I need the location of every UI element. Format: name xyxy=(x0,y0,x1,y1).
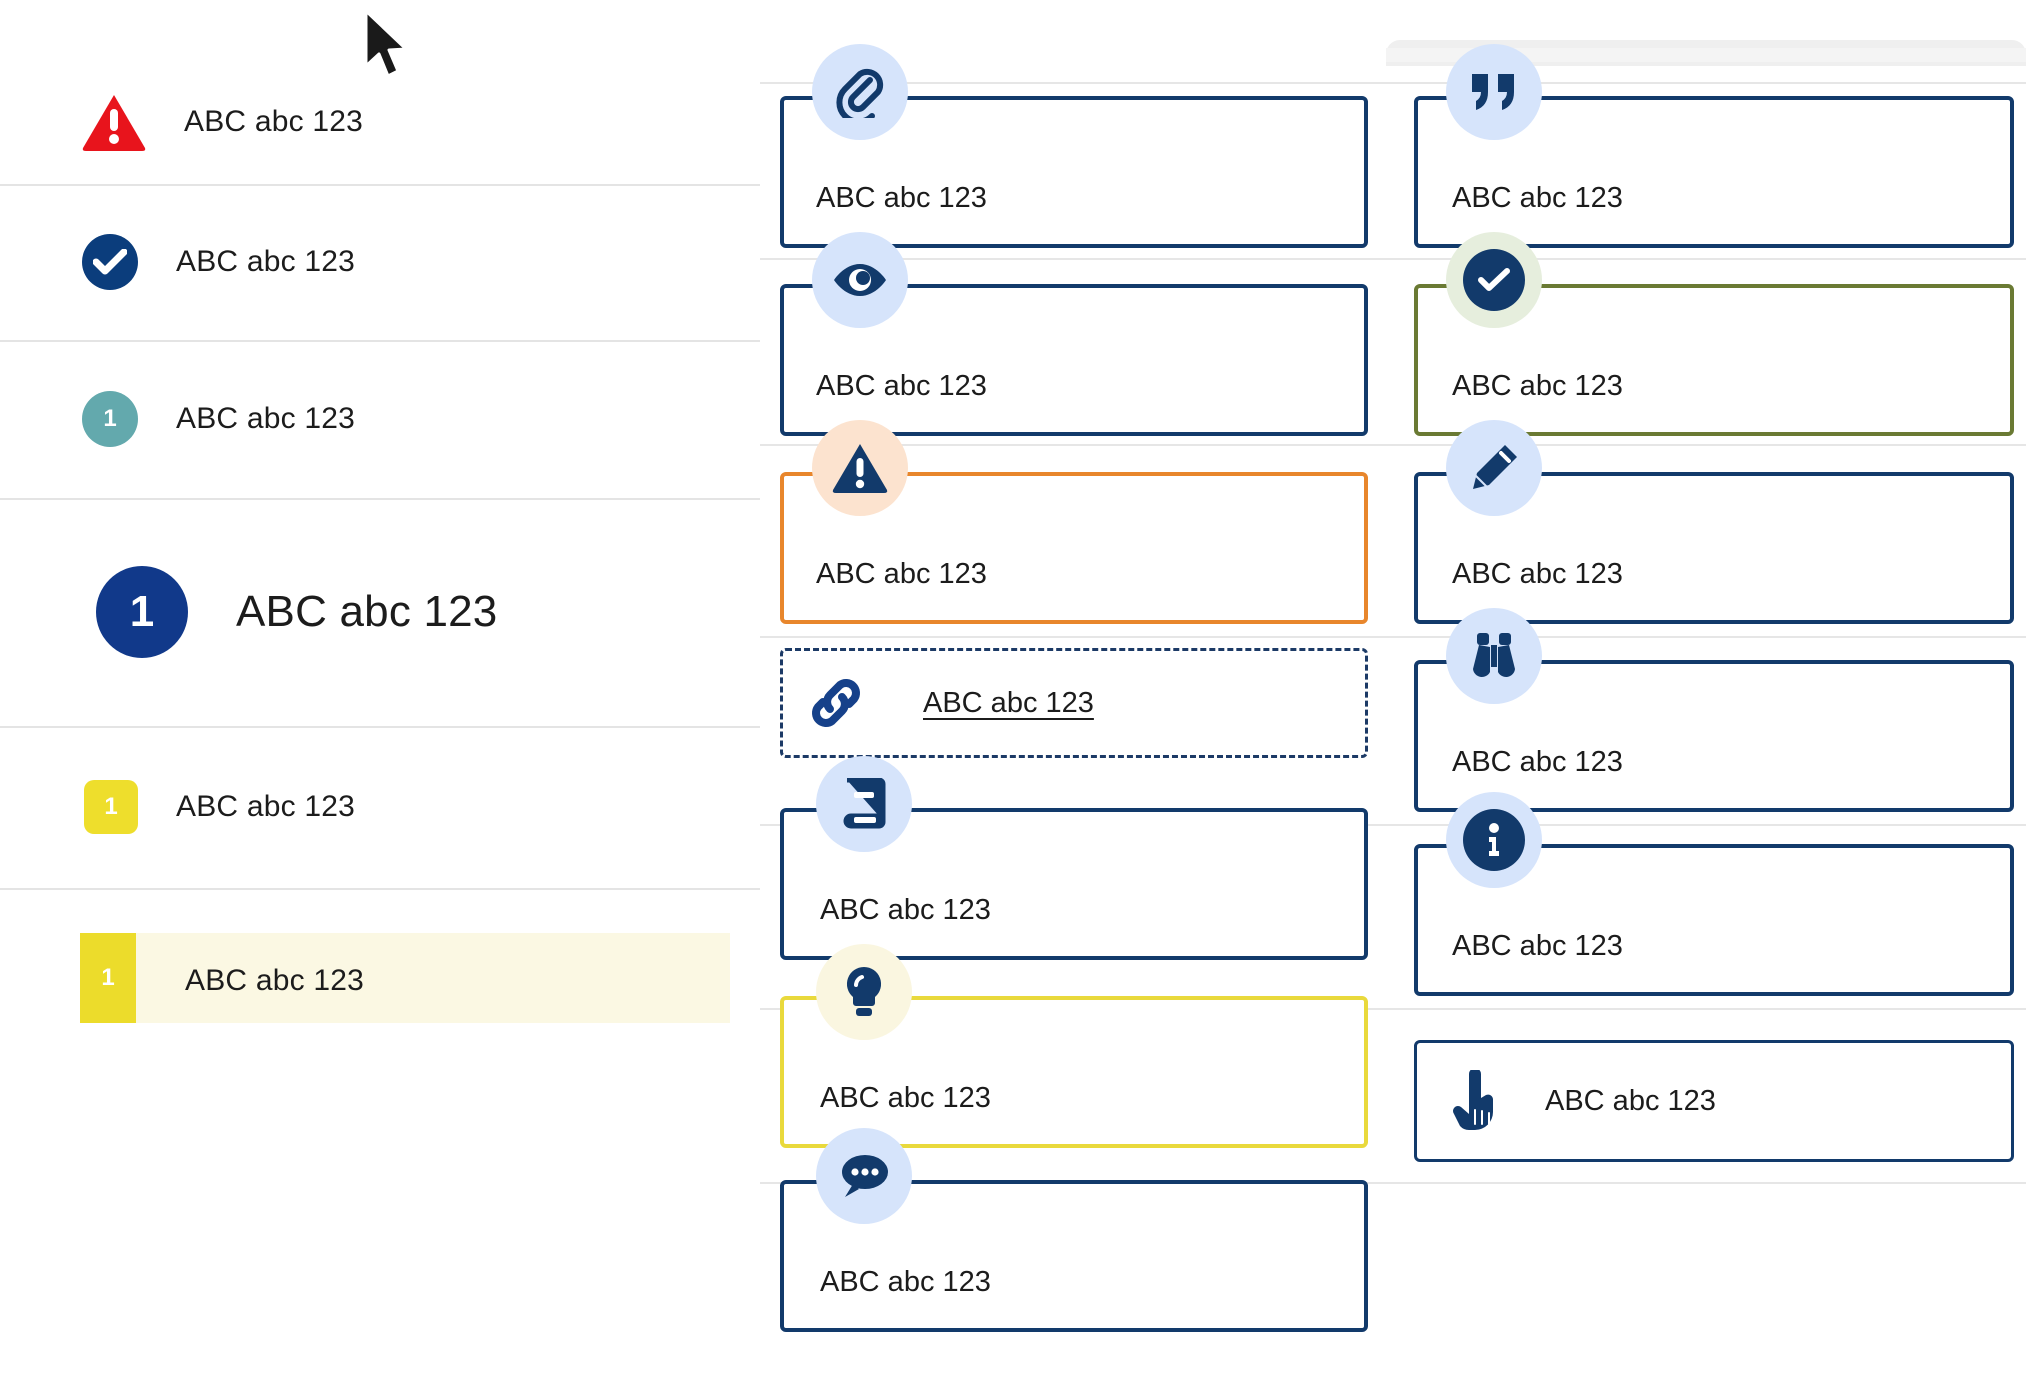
sidebar-item-navy-number-large[interactable]: 1 ABC abc 123 xyxy=(0,498,760,726)
card-label: ABC abc 123 xyxy=(1452,930,1623,962)
card-label: ABC abc 123 xyxy=(1545,1084,1716,1117)
eye-icon xyxy=(812,232,908,328)
sidebar-divider xyxy=(0,726,760,728)
selection-highlight xyxy=(80,933,730,1023)
chat-bubble-icon xyxy=(816,1128,912,1224)
sidebar-divider xyxy=(0,888,760,890)
sidebar-item-label: ABC abc 123 xyxy=(185,964,364,997)
check-circle-icon xyxy=(1446,232,1542,328)
sidebar-divider xyxy=(0,184,760,186)
card-label: ABC abc 123 xyxy=(816,182,987,214)
lightbulb-icon xyxy=(816,944,912,1040)
card-label: ABC abc 123 xyxy=(1452,558,1623,590)
info-circle-icon xyxy=(1446,792,1542,888)
card-tip[interactable]: ABC abc 123 xyxy=(780,996,1368,1148)
badge-number: 1 xyxy=(101,964,115,991)
background-rule xyxy=(760,1182,2026,1184)
number-square-icon: 1 xyxy=(84,780,138,834)
card-link[interactable]: ABC abc 123 xyxy=(780,648,1368,758)
hand-pointer-icon xyxy=(1451,1070,1503,1132)
binoculars-icon xyxy=(1446,608,1542,704)
card-info[interactable]: ABC abc 123 xyxy=(1414,844,2014,996)
card-label[interactable]: ABC abc 123 xyxy=(923,686,1094,719)
sidebar-item-label: ABC abc 123 xyxy=(176,245,355,278)
badge-number: 1 xyxy=(103,405,117,432)
number-circle-icon: 1 xyxy=(96,566,188,658)
link-icon xyxy=(807,674,865,732)
card-preview[interactable]: ABC abc 123 xyxy=(780,284,1368,436)
background-rule xyxy=(760,824,2026,826)
number-bar-icon: 1 xyxy=(80,933,136,1023)
background-rule xyxy=(760,82,2026,84)
sidebar: ABC abc 123 ABC abc 123 1 ABC abc 123 1 xyxy=(0,0,760,1392)
sidebar-item-error[interactable]: ABC abc 123 xyxy=(0,60,760,184)
card-label: ABC abc 123 xyxy=(1452,746,1623,778)
sidebar-item-label: ABC abc 123 xyxy=(184,105,363,138)
card-label: ABC abc 123 xyxy=(820,894,991,926)
book-icon xyxy=(816,756,912,852)
sidebar-item-label: ABC abc 123 xyxy=(176,790,355,823)
card-label: ABC abc 123 xyxy=(820,1082,991,1114)
background-panel-shadow xyxy=(1386,48,2026,62)
background-rule xyxy=(760,636,2026,638)
check-circle-icon xyxy=(82,234,138,290)
sidebar-item-label: ABC abc 123 xyxy=(236,587,498,636)
pencil-icon xyxy=(1446,420,1542,516)
sidebar-divider xyxy=(0,340,760,342)
badge-number: 1 xyxy=(104,793,118,820)
paperclip-icon xyxy=(812,44,908,140)
card-label: ABC abc 123 xyxy=(816,558,987,590)
sidebar-item-yellow-selected[interactable]: 1 ABC abc 123 xyxy=(0,888,760,1068)
warning-triangle-icon xyxy=(812,420,908,516)
sidebar-item-label: ABC abc 123 xyxy=(176,402,355,435)
background-rule xyxy=(760,444,2026,446)
card-label: ABC abc 123 xyxy=(820,1266,991,1298)
sidebar-divider xyxy=(0,498,760,500)
background-rule xyxy=(760,258,2026,260)
background-rule xyxy=(760,1008,2026,1010)
sidebar-item-yellow-number[interactable]: 1 ABC abc 123 xyxy=(0,726,760,888)
badge-number: 1 xyxy=(129,587,155,636)
card-label: ABC abc 123 xyxy=(1452,370,1623,402)
card-label: ABC abc 123 xyxy=(816,370,987,402)
quote-icon xyxy=(1446,44,1542,140)
warning-triangle-icon xyxy=(82,93,146,151)
sidebar-item-success[interactable]: ABC abc 123 xyxy=(0,184,760,340)
card-action[interactable]: ABC abc 123 xyxy=(1414,1040,2014,1162)
sidebar-item-teal-number[interactable]: 1 ABC abc 123 xyxy=(0,340,760,498)
mouse-pointer-icon xyxy=(360,8,416,87)
card-label: ABC abc 123 xyxy=(1452,182,1623,214)
number-circle-icon: 1 xyxy=(82,391,138,447)
